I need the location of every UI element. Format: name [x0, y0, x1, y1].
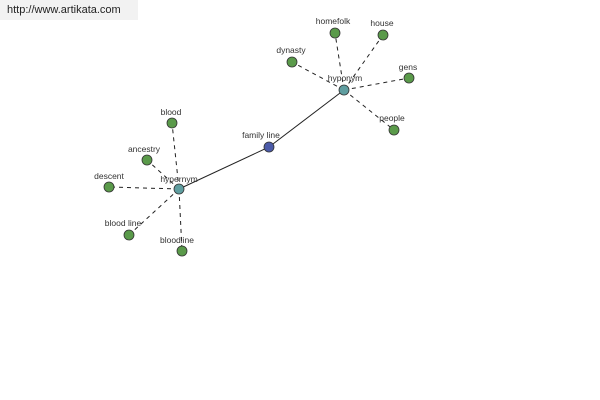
node-label-homefolk: homefolk [316, 16, 351, 26]
node-homefolk[interactable] [329, 27, 341, 39]
node-label-blood: blood [161, 107, 182, 117]
node-blood-line[interactable] [123, 229, 135, 241]
node-label-hypernym: hypernym [160, 174, 197, 184]
edge-hypernym-bloodline [178, 188, 183, 252]
node-house[interactable] [377, 29, 389, 41]
node-dynasty[interactable] [286, 56, 298, 68]
edge-hyponym-people [343, 89, 395, 131]
node-label-people: people [379, 113, 405, 123]
node-label-house: house [370, 18, 393, 28]
node-label-dynasty: dynasty [276, 45, 306, 55]
edge-hypernym-descent [108, 186, 180, 190]
edge-hyponym-gens [343, 77, 410, 91]
node-label-gens: gens [399, 62, 417, 72]
edge-family-line-hypernym [178, 146, 270, 190]
node-label-bloodline: bloodline [160, 235, 194, 245]
edge-hyponym-dynasty [291, 61, 345, 91]
node-label-blood-line: blood line [105, 218, 142, 228]
edge-hypernym-blood [171, 122, 180, 190]
node-label-family-line: family line [242, 130, 280, 140]
node-label-descent: descent [94, 171, 124, 181]
node-ancestry[interactable] [141, 154, 153, 166]
node-label-hyponym: hyponym [328, 73, 363, 83]
node-hyponym[interactable] [338, 84, 350, 96]
node-hypernym[interactable] [173, 183, 185, 195]
edge-hyponym-homefolk [334, 32, 345, 91]
edges-layer [108, 32, 410, 252]
nodes-layer [103, 27, 415, 257]
node-people[interactable] [388, 124, 400, 136]
node-blood[interactable] [166, 117, 178, 129]
node-descent[interactable] [103, 181, 115, 193]
node-gens[interactable] [403, 72, 415, 84]
edge-hypernym-ancestry [146, 159, 180, 190]
source-url: http://www.artikata.com [0, 0, 138, 20]
node-family-line[interactable] [263, 141, 275, 153]
labels-layer: family line hypernym hyponym blood ancestry d… [94, 16, 417, 245]
edge-family-line-hyponym [268, 89, 345, 148]
node-bloodline[interactable] [176, 245, 188, 257]
node-label-ancestry: ancestry [128, 144, 161, 154]
edge-hypernym-blood-line [128, 188, 180, 236]
edge-hyponym-house [343, 34, 384, 91]
